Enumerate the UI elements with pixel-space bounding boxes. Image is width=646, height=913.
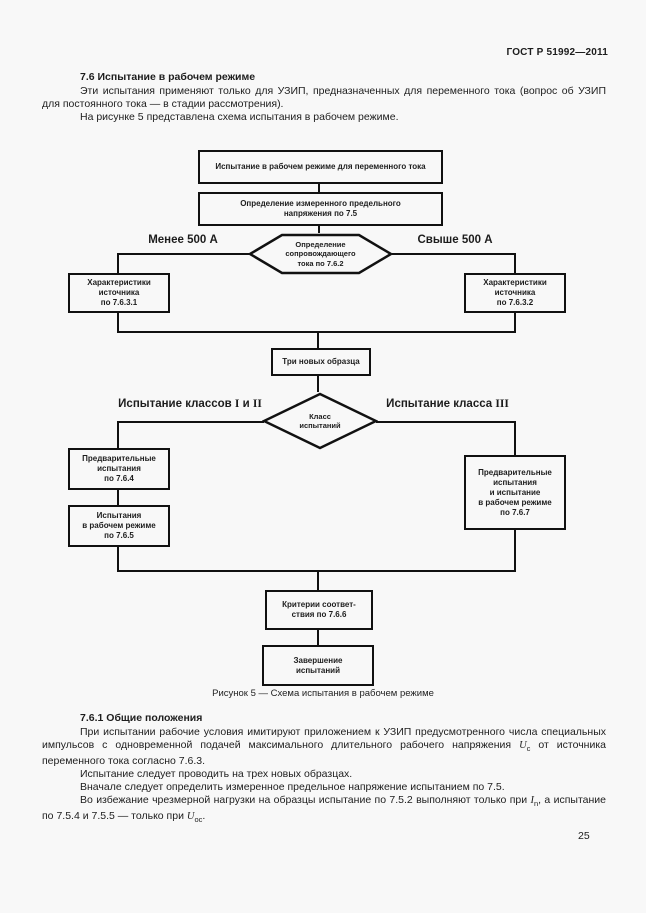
section-7-6-1-paragraph-1: При испытании рабочие условия имитируют … (42, 726, 606, 768)
hexagon-shape (248, 233, 393, 275)
symbol-In-subscript: n (533, 799, 539, 809)
connector-line (317, 331, 319, 348)
section-7-6-1-heading: 7.6.1 Общие положения (80, 712, 203, 724)
branch-class12-and: и (242, 398, 250, 410)
branch-class12-roman-1: I (234, 398, 240, 410)
flow-box-preliminary-tests-764: Предварительные испытания по 7.6.4 (68, 448, 170, 490)
symbol-Uoc-subscript: oc (194, 815, 203, 825)
flow-box-source-characteristics-7631: Характеристики источника по 7.6.3.1 (68, 273, 170, 313)
connector-line (117, 570, 516, 572)
standard-number-header: ГОСТ Р 51992—2011 (506, 47, 608, 58)
branch-class3-text: Испытание класса (386, 398, 493, 410)
section-7-6-1-paragraph-3: Вначале следует определить измеренное пр… (80, 781, 505, 794)
flow-box-operating-test-ac: Испытание в рабочем режиме для переменно… (198, 150, 443, 184)
figure-caption: Рисунок 5 — Схема испытания в рабочем ре… (212, 688, 434, 699)
connector-line (118, 421, 264, 423)
connector-line (117, 490, 119, 505)
p4-text-before: Во избежание чрезмерной нагрузки на обра… (80, 794, 531, 807)
connector-line (317, 376, 319, 392)
p1-text-after: от источника переменного тока согласно 7… (42, 739, 607, 768)
branch-class12-text: Испытание классов (118, 398, 232, 410)
connector-line (118, 253, 250, 255)
symbol-Uc-subscript: c (526, 744, 531, 754)
connector-line (514, 530, 516, 572)
figure-5-flowchart: Испытание в рабочем режиме для переменно… (0, 145, 646, 705)
connector-line (392, 253, 516, 255)
connector-line (117, 253, 119, 275)
connector-line (117, 331, 516, 333)
flow-decision-test-class: Класс испытаний (262, 392, 378, 450)
p4-text-middle: , а испытание по 7.5.4 и 7.5.5 — только … (42, 794, 606, 823)
symbol-Uc: U (519, 740, 527, 751)
flow-box-compliance-criteria-766: Критерии соответ- ствия по 7.6.6 (265, 590, 373, 630)
connector-line (318, 226, 320, 233)
section-7-6-1-paragraph-2: Испытание следует проводить на трех новы… (80, 768, 353, 781)
connector-line (376, 421, 516, 423)
flow-box-three-new-samples: Три новых образца (271, 348, 371, 376)
diamond-shape (262, 392, 378, 450)
connector-line (117, 421, 119, 448)
flow-decision-follow-current-label: Определение сопровождающего тока по 7.6.… (285, 239, 356, 268)
flow-box-operating-tests-765: Испытания в рабочем режиме по 7.6.5 (68, 505, 170, 547)
p1-text-before: При испытании рабочие условия имитируют … (42, 726, 606, 751)
flow-box-measured-limiting-voltage: Определение измеренного предельного напр… (198, 192, 443, 226)
flow-box-source-characteristics-7632: Характеристики источника по 7.6.3.2 (464, 273, 566, 313)
connector-line (117, 313, 119, 333)
branch-class3-roman: III (495, 398, 509, 410)
section-7-6-heading: 7.6 Испытание в рабочем режиме (80, 71, 256, 83)
branch-label-more-500A: Свыше 500 А (417, 234, 493, 246)
flow-box-preliminary-and-operating-767: Предварительные испытания и испытание в … (464, 455, 566, 530)
symbol-In: I (530, 795, 534, 807)
branch-class12-roman-2: II (252, 398, 262, 410)
flow-decision-test-class-label: Класс испытаний (299, 411, 341, 430)
symbol-Uoc: U (186, 811, 195, 823)
flow-box-test-completion: Завершение испытаний (262, 645, 374, 686)
section-7-6-paragraph-1: Эти испытания применяют только для УЗИП,… (42, 85, 606, 110)
connector-line (514, 421, 516, 455)
section-7-6-paragraph-2: На рисунке 5 представлена схема испытани… (80, 111, 399, 123)
connector-line (317, 630, 319, 645)
connector-line (117, 547, 119, 572)
connector-line (317, 570, 319, 590)
connector-line (514, 253, 516, 275)
section-7-6-1-paragraph-4: Во избежание чрезмерной нагрузки на обра… (42, 794, 606, 826)
page-number: 25 (578, 830, 590, 842)
branch-label-less-500A: Менее 500 А (148, 234, 218, 246)
branch-label-class-3: Испытание класса III (360, 398, 535, 410)
section-7-6-1: 7.6.1 Общие положения При испытании рабо… (42, 712, 606, 826)
p4-text-after: . (202, 810, 206, 823)
connector-line (514, 313, 516, 333)
flow-decision-follow-current: Определение сопровождающего тока по 7.6.… (248, 233, 393, 275)
section-7-6: 7.6 Испытание в рабочем режиме Эти испыт… (42, 71, 606, 124)
branch-label-class-1-2: Испытание классов I и II (100, 398, 280, 410)
connector-line (318, 184, 320, 192)
